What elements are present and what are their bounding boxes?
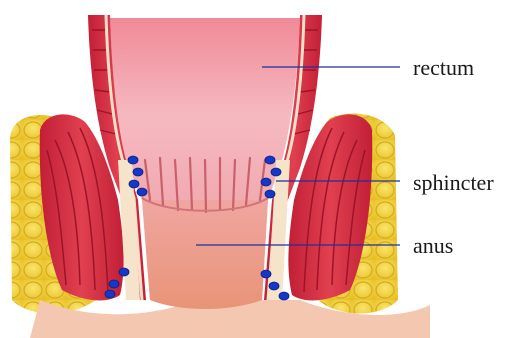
anus-label: anus: [413, 235, 453, 257]
rectum-label: rectum: [413, 57, 474, 79]
sphincter-label: sphincter: [413, 172, 494, 194]
